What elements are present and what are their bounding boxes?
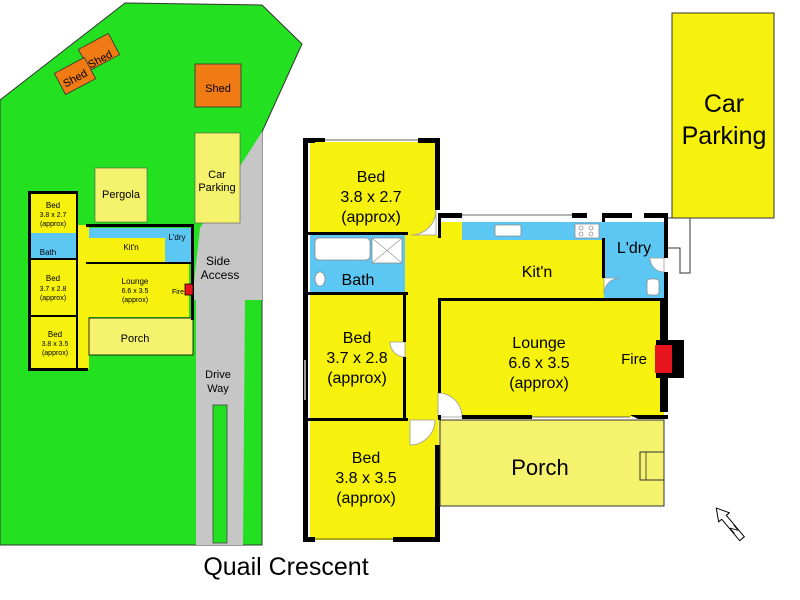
svg-text:Parking: Parking [682, 122, 767, 150]
svg-text:Car: Car [704, 90, 744, 118]
bed-1-area [310, 142, 436, 235]
svg-text:3.8 x 2.7: 3.8 x 2.7 [40, 212, 67, 219]
site-lounge: Lounge 6.6 x 3.5 (approx) [122, 277, 149, 304]
site-plan: Shed Shed Shed Pergola Car Parking Side … [0, 2, 303, 546]
side-access-label: Side [206, 254, 230, 268]
toilet [314, 271, 326, 287]
svg-text:Bed: Bed [357, 169, 385, 186]
porch-area [438, 420, 664, 506]
svg-text:Lounge: Lounge [512, 335, 565, 352]
bathtub [314, 237, 371, 261]
laundry-label: L'dry [617, 240, 651, 257]
parking-steps [668, 217, 691, 274]
site-bed-2: Bed 3.7 x 2.8 (approx) [40, 274, 67, 302]
kitchen-sink [494, 224, 522, 237]
drive-way-median [212, 404, 228, 544]
north-arrow-icon: N [715, 507, 746, 542]
svg-text:3.8 x 3.5: 3.8 x 3.5 [42, 341, 69, 348]
site-bed-3: Bed 3.8 x 3.5 (approx) [42, 330, 69, 357]
cooktop [574, 223, 600, 239]
svg-text:Bed: Bed [343, 330, 371, 347]
door-swing-bed-3 [409, 419, 436, 446]
svg-text:Car: Car [208, 169, 226, 181]
svg-text:6.6 x 3.5: 6.6 x 3.5 [508, 355, 569, 372]
svg-text:Bed: Bed [46, 201, 60, 210]
side-access-label-2: Access [201, 268, 240, 282]
lounge-area [438, 300, 664, 417]
site-bed-1: Bed 3.8 x 2.7 (approx) [40, 201, 67, 228]
svg-text:(approx): (approx) [42, 350, 68, 357]
kitchen-label: Kit'n [522, 264, 553, 281]
floor-plan: Car Parking [303, 12, 775, 542]
svg-text:(approx): (approx) [40, 221, 66, 228]
drive-way-label-2: Way [207, 383, 229, 395]
svg-text:Shed: Shed [205, 83, 231, 95]
hall-area [405, 235, 438, 422]
drive-way-label: Drive [205, 369, 231, 381]
svg-text:(approx): (approx) [336, 490, 396, 507]
svg-text:(approx): (approx) [341, 209, 401, 226]
lounge-label: Lounge 6.6 x 3.5 (approx) [508, 335, 569, 392]
svg-text:(approx): (approx) [509, 375, 569, 392]
street-label: Quail Crescent [203, 553, 368, 581]
svg-text:Parking: Parking [198, 182, 235, 194]
door-swing-laundry-inner [603, 277, 621, 295]
site-fire-label: Fire [172, 289, 184, 296]
driveway [192, 132, 262, 545]
bed-1-label: Bed 3.8 x 2.7 (approx) [340, 169, 401, 226]
door-swing-lounge [437, 392, 463, 418]
svg-text:Lounge: Lounge [122, 277, 149, 286]
svg-text:Bed: Bed [352, 450, 380, 467]
shed-2: Shed [53, 56, 97, 96]
site-car-parking: Car Parking [194, 132, 241, 224]
site-laundry-label: L'dry [168, 233, 185, 242]
svg-text:6.6 x 3.5: 6.6 x 3.5 [122, 288, 149, 295]
svg-text:3.8 x 2.7: 3.8 x 2.7 [340, 189, 401, 206]
pergola: Pergola [94, 167, 148, 223]
bed-2-label: Bed 3.7 x 2.8 (approx) [326, 330, 387, 387]
svg-text:Bed: Bed [46, 274, 60, 283]
svg-text:(approx): (approx) [40, 295, 66, 302]
porch-outline [439, 419, 665, 507]
shed-3: Shed [194, 63, 242, 108]
site-porch-label: Porch [121, 333, 150, 345]
site-kitchen-label: Kit'n [123, 243, 138, 252]
svg-text:3.8 x 3.5: 3.8 x 3.5 [335, 470, 396, 487]
door-swing-bed-2 [389, 341, 406, 358]
door-swing-bed-1 [410, 209, 437, 236]
fire-label: Fire [621, 351, 647, 368]
svg-text:3.7 x 2.8: 3.7 x 2.8 [326, 350, 387, 367]
door-swing-laundry [649, 257, 665, 273]
svg-text:3.7 x 2.8: 3.7 x 2.8 [40, 286, 67, 293]
porch-label: Porch [511, 455, 568, 480]
bed-2-area [310, 294, 405, 420]
svg-text:Pergola: Pergola [102, 189, 141, 201]
svg-text:Bed: Bed [48, 330, 62, 339]
site-bath-label: Bath [40, 248, 56, 257]
svg-text:(approx): (approx) [122, 297, 148, 304]
laundry-tub [646, 278, 660, 296]
site-house [28, 191, 194, 371]
car-parking: Car Parking [671, 12, 775, 219]
svg-text:(approx): (approx) [327, 370, 387, 387]
bed-3-label: Bed 3.8 x 3.5 (approx) [335, 450, 396, 507]
bath-label: Bath [342, 272, 375, 289]
